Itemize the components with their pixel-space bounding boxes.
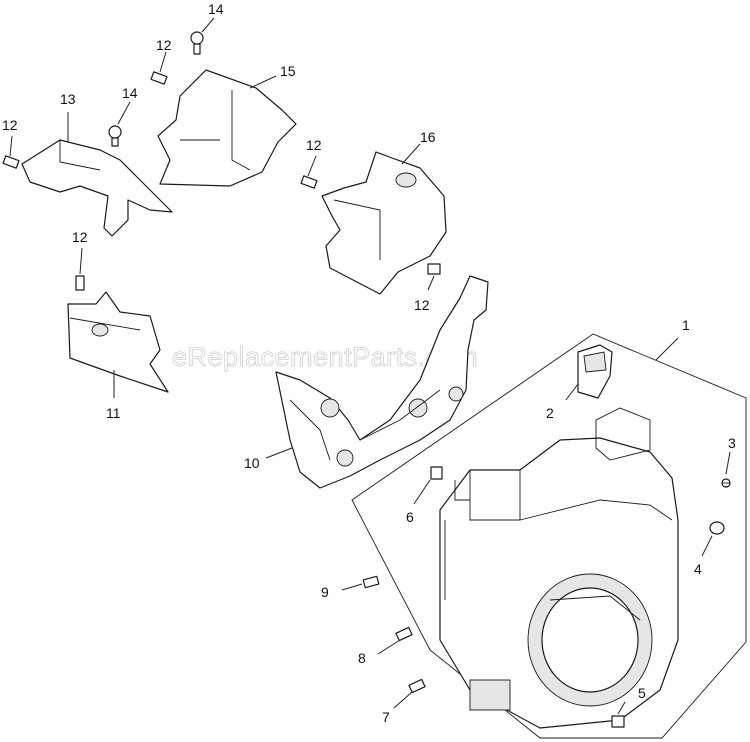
- screw-7: [408, 678, 426, 694]
- callout-10: 10: [244, 455, 260, 471]
- blower-housing: [439, 407, 679, 729]
- callout-12-a: 12: [2, 117, 18, 133]
- callout-14-a: 14: [208, 1, 224, 17]
- screw-3: [721, 478, 731, 488]
- callout-11: 11: [106, 405, 121, 421]
- screw-9: [362, 575, 380, 589]
- screw-14-a: [190, 31, 204, 55]
- leader-lines: [9, 17, 731, 715]
- callout-6: 6: [406, 509, 414, 525]
- shield-16: [321, 151, 447, 295]
- callout-8: 8: [358, 650, 366, 666]
- callout-3: 3: [728, 435, 736, 451]
- callout-labels: 1 2 3 4 5 6 7 8 9 10 11 12 12 12 12 12 1…: [2, 1, 736, 725]
- baffle-10: [275, 275, 489, 489]
- screw-12-e: [427, 263, 441, 275]
- callout-14-b: 14: [122, 85, 138, 101]
- callout-13: 13: [60, 91, 76, 107]
- bracket-11: [67, 291, 169, 393]
- screw-14-b: [108, 125, 122, 147]
- callout-12-b: 12: [156, 37, 172, 53]
- callout-15: 15: [280, 63, 296, 79]
- shield-15: [157, 69, 297, 187]
- screw-12-d: [75, 275, 85, 291]
- screw-12-c: [300, 175, 318, 189]
- callout-5: 5: [638, 685, 646, 701]
- nut-5: [611, 715, 625, 728]
- screw-8: [395, 626, 413, 642]
- callout-7: 7: [382, 709, 390, 725]
- screw-12-b: [150, 71, 168, 85]
- bracket-13: [21, 139, 173, 237]
- callout-12-e: 12: [414, 297, 430, 313]
- screw-12-a: [2, 155, 20, 169]
- callout-12-c: 12: [306, 137, 322, 153]
- callout-16: 16: [420, 129, 436, 145]
- callout-2: 2: [546, 405, 554, 421]
- callout-9: 9: [321, 584, 329, 600]
- plug-4: [709, 521, 725, 535]
- inlet-adapter: [577, 344, 613, 399]
- callout-12-d: 12: [72, 229, 88, 245]
- clip-6: [430, 466, 443, 480]
- callout-4: 4: [694, 561, 702, 577]
- callout-1: 1: [682, 317, 690, 333]
